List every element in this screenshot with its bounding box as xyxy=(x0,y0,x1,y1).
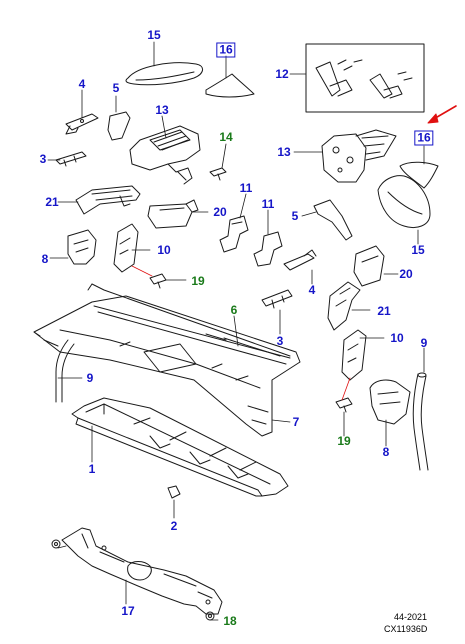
callout-c21a-label: 21 xyxy=(45,195,59,209)
callout-c2-label: 2 xyxy=(170,519,178,533)
callout-c5a-label: 5 xyxy=(112,81,120,95)
callout-c8b-label: 8 xyxy=(382,445,390,459)
callout-c4b-label: 4 xyxy=(308,283,316,297)
callout-c13a-label: 13 xyxy=(155,103,169,117)
red-arrow xyxy=(427,105,457,124)
callout-c13b-label: 13 xyxy=(277,145,291,159)
callout-c3b-label: 3 xyxy=(276,334,284,348)
part-21-bracket-right xyxy=(327,281,361,331)
part-16-pad-left xyxy=(205,73,255,98)
part-8-block-right xyxy=(369,379,411,425)
part-3-clip-right xyxy=(261,289,293,309)
reference-code: CX11936D xyxy=(384,624,428,634)
callout-c7-label: 7 xyxy=(292,415,300,429)
red-connector-lines xyxy=(131,265,351,401)
part-13-bracket-left xyxy=(129,125,201,185)
part-21-bracket-left xyxy=(75,185,141,215)
part-9-tube-right xyxy=(412,372,429,471)
part-12-kit-box xyxy=(305,43,425,113)
callout-c9b-label: 9 xyxy=(86,371,94,385)
callout-c16a-label: 16 xyxy=(216,42,236,58)
part-6-cowl-panel xyxy=(33,283,301,437)
part-8-block-left xyxy=(67,229,97,265)
callout-c12-label: 12 xyxy=(275,67,289,81)
callout-c18-label: 18 xyxy=(223,614,237,628)
reference-date: 44-2021 xyxy=(394,612,428,622)
part-3-clip-left xyxy=(55,151,87,167)
part-14-screw xyxy=(209,167,227,181)
callout-c11a-label: 11 xyxy=(239,181,253,195)
leader-lines xyxy=(47,41,425,621)
part-20-bracket-right xyxy=(353,245,385,287)
part-15-pad-left xyxy=(125,62,203,86)
callout-c11b-label: 11 xyxy=(261,197,275,211)
callout-c15b-label: 15 xyxy=(411,243,425,257)
callout-c14-label: 14 xyxy=(219,130,233,144)
part-10-panel-left xyxy=(113,223,139,273)
part-13-bracket-right xyxy=(321,129,397,183)
callout-c19b-label: 19 xyxy=(337,434,351,448)
callout-c9a-label: 9 xyxy=(420,336,428,350)
part-11-bracket-left xyxy=(219,215,249,253)
part-1-lower-panel xyxy=(71,397,289,497)
callout-c15a-label: 15 xyxy=(147,28,161,42)
callout-c20a-label: 20 xyxy=(213,205,227,219)
callout-c19a-label: 19 xyxy=(191,274,205,288)
callout-c4a-label: 4 xyxy=(78,77,86,91)
part-4-bracket-right xyxy=(283,249,317,271)
callout-c16b-label: 16 xyxy=(414,130,434,146)
part-2-clip xyxy=(167,485,181,499)
part-19-screw-left xyxy=(149,273,167,289)
callout-c3a-label: 3 xyxy=(39,152,47,166)
part-5-pad-left xyxy=(107,111,131,141)
part-4-bracket-left xyxy=(65,113,99,135)
callout-c1-label: 1 xyxy=(88,462,96,476)
part-16-pad-right xyxy=(399,161,439,189)
part-19-screw-right xyxy=(335,397,353,413)
callout-c21b-label: 21 xyxy=(377,304,391,318)
part-9-tube-left xyxy=(55,339,75,403)
part-10-panel-right xyxy=(341,329,367,381)
part-15-pad-right xyxy=(377,175,431,228)
callout-c10a-label: 10 xyxy=(157,243,171,257)
callout-c17-label: 17 xyxy=(121,604,135,618)
part-20-bracket-left xyxy=(147,199,199,229)
callout-c6-label: 6 xyxy=(230,303,238,317)
callout-c20b-label: 20 xyxy=(399,267,413,281)
part-11-bracket-right xyxy=(253,231,283,267)
callout-c5b-label: 5 xyxy=(291,209,299,223)
part-5-pad-right xyxy=(313,199,353,241)
callout-c8a-label: 8 xyxy=(41,252,49,266)
part-17-support-bracket xyxy=(61,527,223,615)
callout-c10b-label: 10 xyxy=(390,331,404,345)
